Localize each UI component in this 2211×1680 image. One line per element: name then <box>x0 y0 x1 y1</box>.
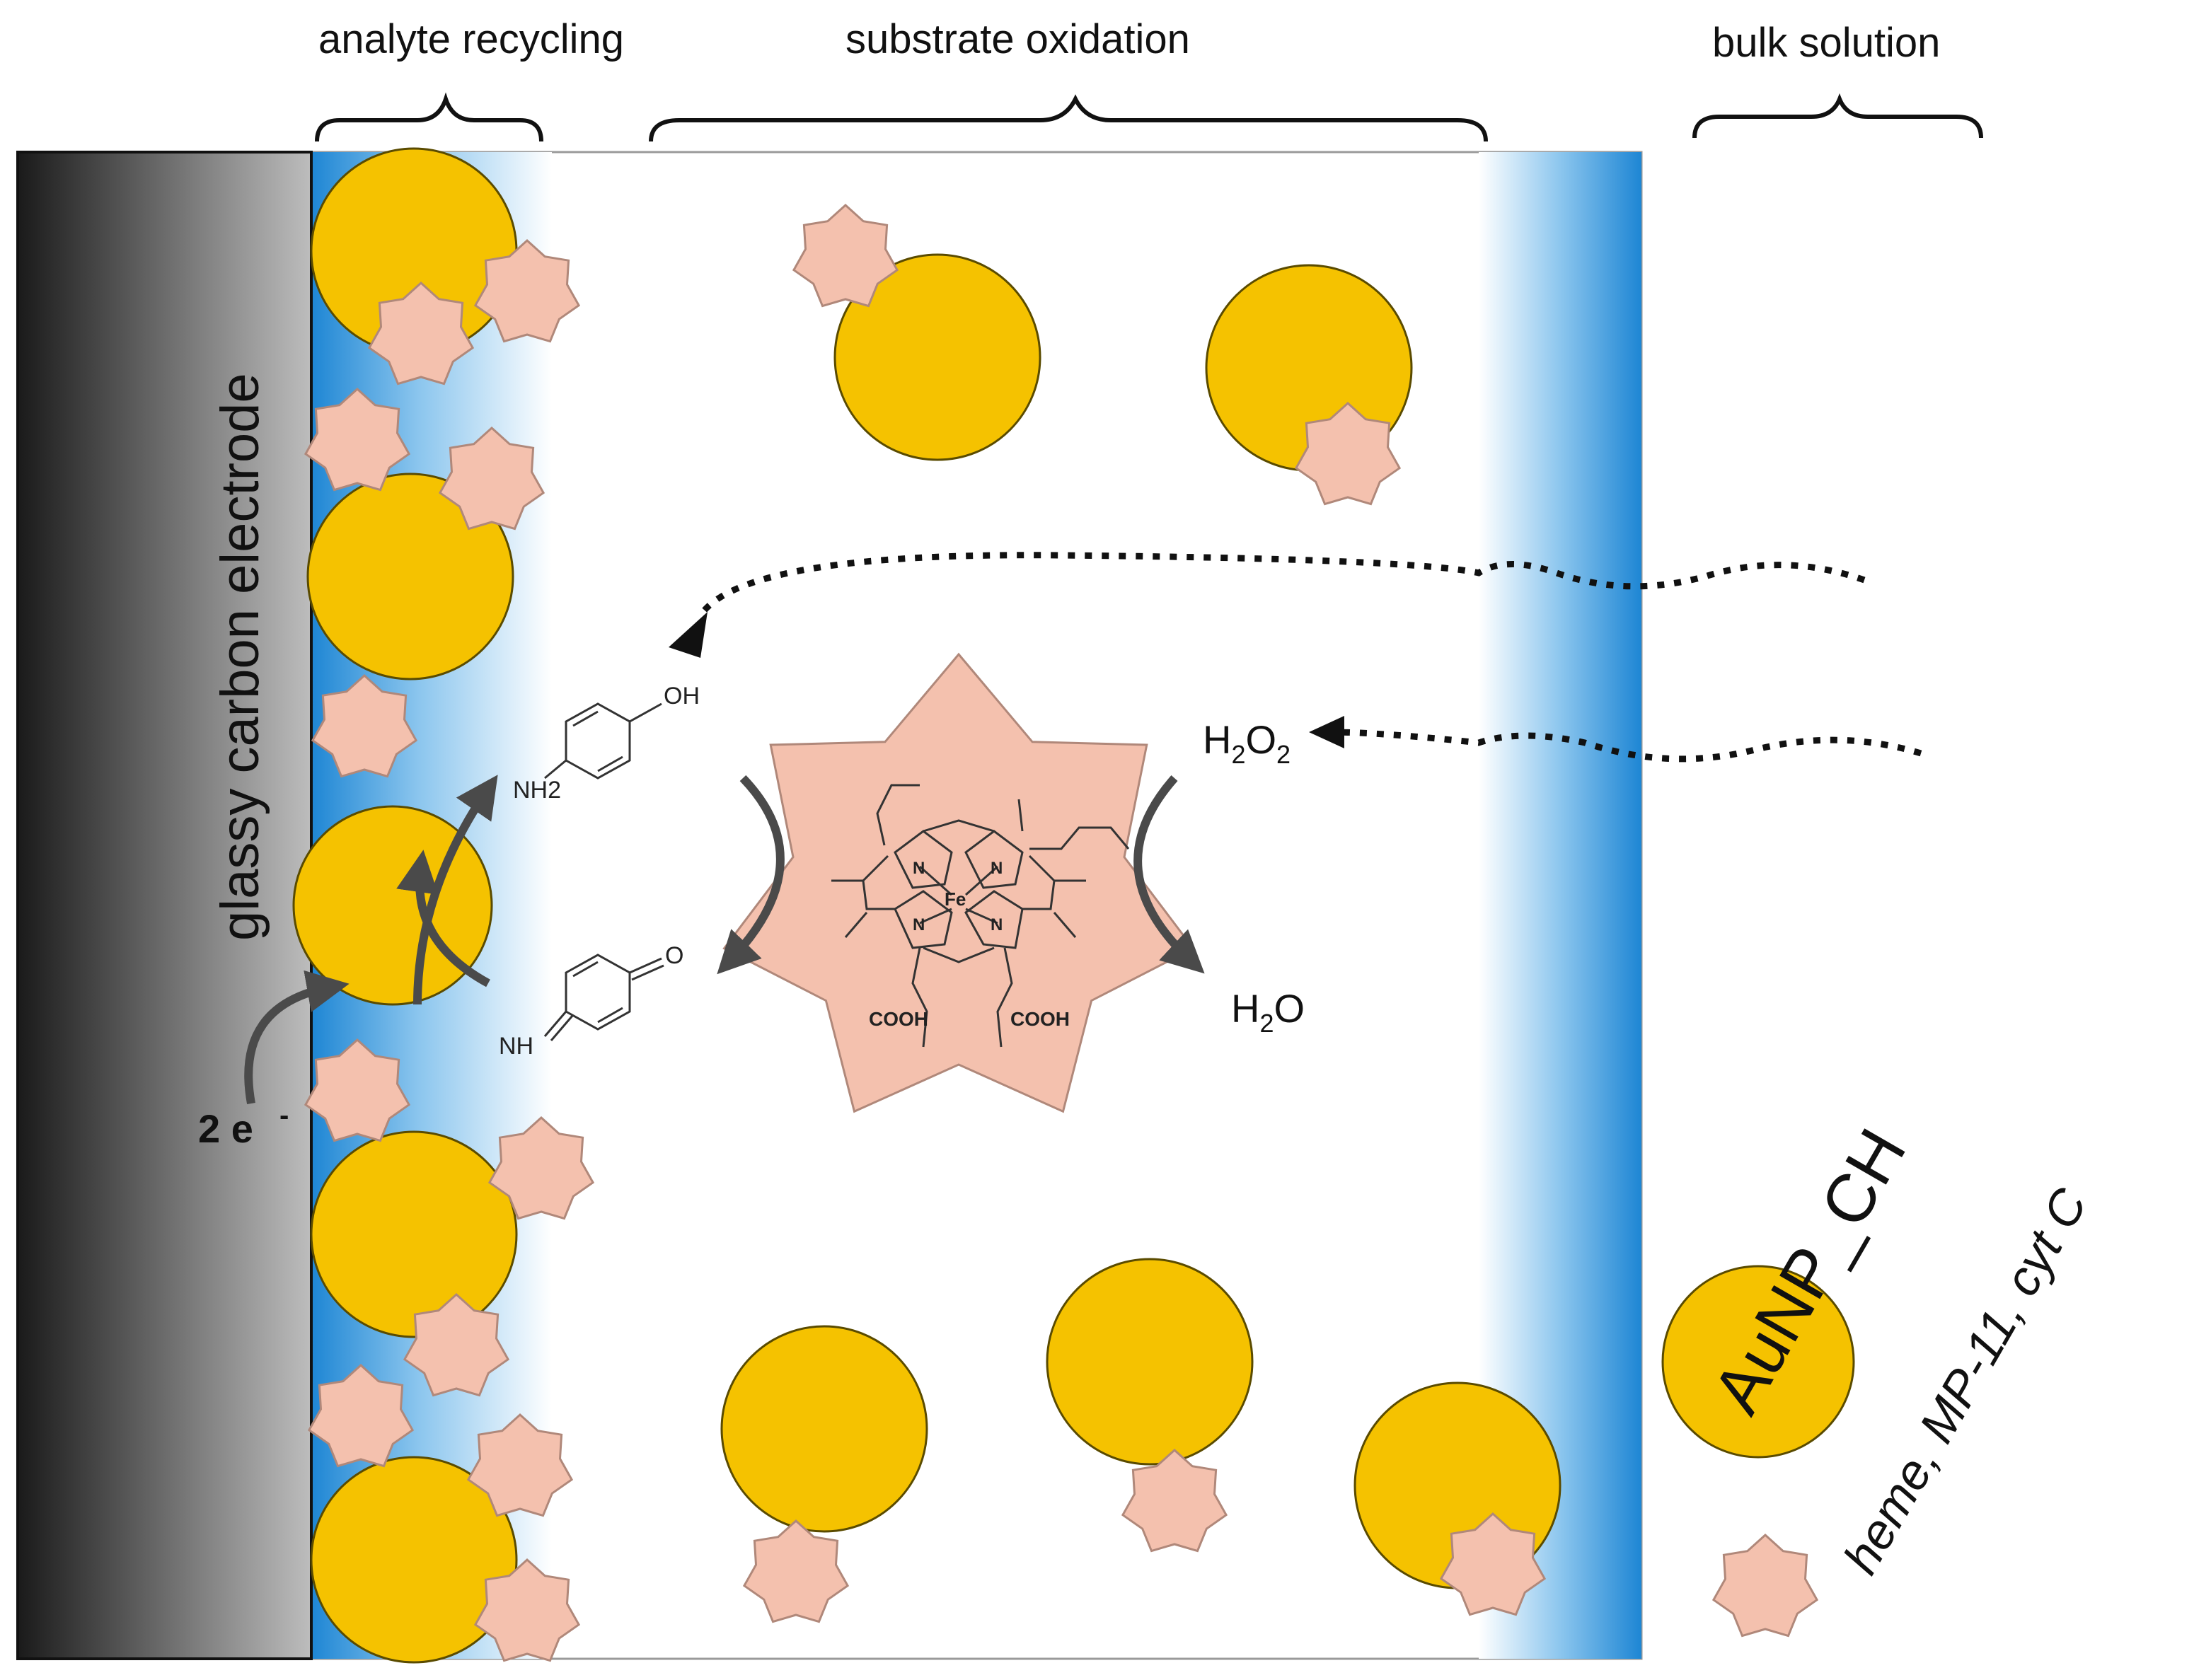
legend-aunp-circle <box>1661 1265 1855 1459</box>
quinone-imine-structure <box>543 954 664 1041</box>
h2o-formula: H2O <box>1231 986 1305 1038</box>
aunp <box>310 1130 518 1338</box>
heme-star <box>473 1558 581 1662</box>
electrons-label: 2 e <box>198 1106 253 1151</box>
heme-stars <box>304 203 1819 1662</box>
reduction-arrow-right <box>1133 775 1205 974</box>
aunp <box>310 1456 518 1664</box>
reaction-arrows <box>244 775 1205 1105</box>
diffusion-arrow-lower <box>1329 729 1922 763</box>
electrode-label: glassy carbon electrode <box>210 373 270 941</box>
brace-substrate-oxidation <box>649 94 1488 142</box>
legend-heme-label: heme, MP-11, cyt C <box>1832 1179 2097 1583</box>
oxidation-arrow-left <box>717 775 785 975</box>
heme-star <box>311 673 418 778</box>
heme-n: N <box>913 859 925 878</box>
aunp <box>720 1325 928 1533</box>
quinone-o: O <box>665 942 683 969</box>
heme-star <box>1439 1512 1547 1616</box>
heme-n: N <box>913 915 925 934</box>
aminophenol-structure <box>544 702 662 780</box>
aunp-group-left <box>292 147 518 1664</box>
heme-star <box>473 238 581 343</box>
heme-star <box>304 387 411 492</box>
aminophenol-oh: OH <box>664 683 700 709</box>
aminophenol-nh2: NH2 <box>513 777 561 804</box>
label-bulk-solution: bulk solution <box>1712 20 1940 66</box>
quinone-nh: NH <box>499 1033 533 1060</box>
label-substrate-oxidation: substrate oxidation <box>845 16 1190 62</box>
electrons-charge: - <box>279 1100 289 1131</box>
heme-star <box>792 203 899 308</box>
heme-star <box>367 281 475 386</box>
heme-star <box>1711 1533 1819 1638</box>
svg-text:H2O2: H2O2 <box>1203 717 1291 769</box>
h2o2-sub2: 2 <box>1276 740 1291 769</box>
h2o2-sub1: 2 <box>1231 740 1245 769</box>
heme-center-star <box>722 652 1195 1113</box>
heme-acid-2: COOH <box>1010 1008 1070 1030</box>
h2o-sub1: 2 <box>1259 1009 1274 1038</box>
heme-fe: Fe <box>945 888 966 910</box>
aunp-group-middle <box>720 253 1561 1589</box>
recycle-arrow-down <box>396 850 490 987</box>
heme-star <box>487 1116 595 1220</box>
heme-acid-1: COOH <box>869 1008 928 1030</box>
heme-star <box>1121 1448 1228 1553</box>
heme-star <box>304 1038 411 1142</box>
heme-star <box>403 1292 510 1397</box>
h2o-h: H <box>1231 986 1259 1031</box>
aunp <box>833 253 1041 461</box>
arrowhead-lower <box>1309 716 1344 748</box>
heme-star <box>307 1363 415 1468</box>
svg-text:H2O: H2O <box>1231 986 1305 1038</box>
electron-arrow <box>244 970 350 1105</box>
porphyrin-structure <box>831 784 1130 1048</box>
brace-bulk-solution <box>1692 93 1983 139</box>
heme-n: N <box>991 859 1003 878</box>
aunp <box>292 805 493 1006</box>
heme-star <box>438 426 545 531</box>
aunp <box>1046 1258 1254 1466</box>
heme-n: N <box>991 915 1003 934</box>
label-analyte-recycling: analyte recycling <box>318 16 624 62</box>
arrowhead-upper <box>669 612 708 658</box>
h2o2-formula: H2O2 <box>1203 717 1291 769</box>
h2o-o: O <box>1274 986 1305 1031</box>
h2o2-h: H <box>1203 717 1231 762</box>
h2o2-o: O <box>1245 717 1276 762</box>
heme-star <box>1294 401 1402 506</box>
heme-star <box>466 1413 574 1517</box>
aunp <box>306 473 514 680</box>
brace-analyte-recycling <box>315 92 543 142</box>
heme-star <box>742 1519 850 1623</box>
